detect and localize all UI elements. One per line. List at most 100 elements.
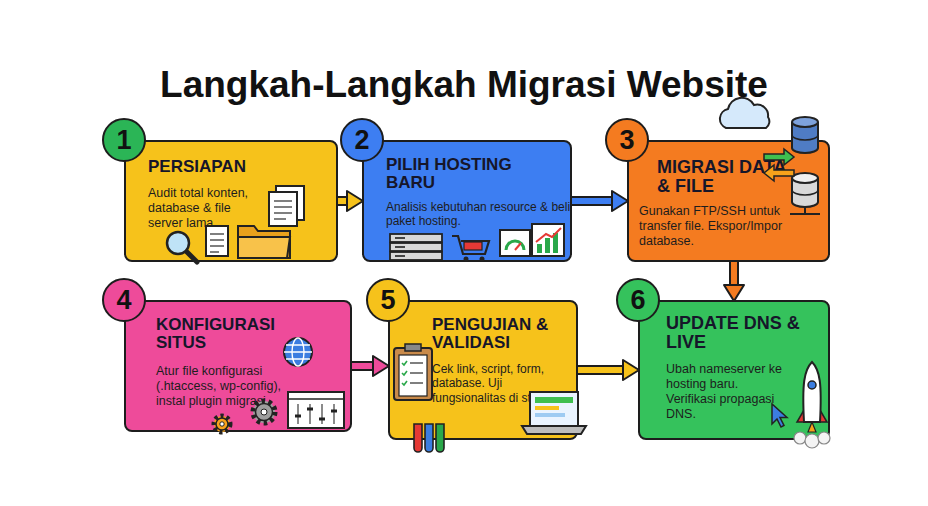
shopping-cart-icon (452, 236, 489, 262)
smoke-puff (794, 432, 806, 444)
laptop-base (522, 426, 586, 434)
arrow-shaft (731, 262, 737, 285)
step-number-circle: 3 (605, 118, 649, 162)
document-stack-icon (269, 186, 304, 226)
database-ring (792, 135, 818, 140)
document-sheet (269, 192, 297, 226)
cursor-arrow (772, 404, 787, 427)
gear-teeth (214, 416, 230, 432)
step-heading: MIGRASI DATA & FILE (657, 158, 797, 197)
arrow-shaft (578, 367, 623, 373)
step-heading: PERSIAPAN (148, 158, 318, 176)
gear-body (256, 404, 273, 421)
arrow-shaft (572, 198, 612, 204)
step-number-circle: 2 (340, 118, 384, 162)
flow-arrow (572, 201, 612, 202)
flow-arrow (734, 262, 735, 285)
step-box: PERSIAPAN Audit total konten, database & … (124, 140, 338, 262)
magnifier-icon (167, 232, 197, 262)
clipboard-board (394, 348, 432, 400)
slider-track (298, 404, 334, 424)
test-tubes-icon (414, 424, 444, 452)
arrow-outline (352, 361, 373, 371)
magnifier-handle (186, 251, 197, 262)
step-number-circle: 1 (102, 118, 146, 162)
step-heading: PENGUJIAN & VALIDASI (432, 316, 572, 353)
step-number-circle: 6 (616, 278, 660, 322)
step-description: Audit total konten, database & file serv… (148, 186, 268, 231)
chart-bar (545, 238, 550, 253)
server-slots (395, 238, 405, 256)
arrow-outline (572, 196, 612, 206)
step-number-circle: 5 (366, 278, 410, 322)
gear-hub (220, 422, 224, 426)
laptop-screen (530, 392, 578, 426)
folder-back (238, 226, 290, 258)
rocket-fins (797, 410, 827, 422)
test-tube (425, 424, 433, 452)
flow-arrow (578, 370, 623, 371)
globe-sphere (284, 338, 312, 366)
database-top (792, 173, 818, 183)
step-number: 4 (116, 287, 131, 314)
database-body (792, 178, 818, 207)
gear-body (216, 418, 228, 430)
screen-content (535, 397, 573, 403)
flow-arrow (352, 366, 373, 367)
database-icon (790, 173, 820, 214)
chart-window-icon (532, 224, 564, 256)
checkmarks (402, 361, 407, 385)
transfer-arrows-icon (764, 149, 794, 181)
database-body (792, 122, 818, 153)
transfer-arrow (764, 149, 794, 165)
rocket-body (803, 362, 820, 422)
step-description: Ubah nameserver ke hosting baru. Verifik… (666, 362, 786, 422)
server-unit (390, 243, 442, 251)
server-unit (390, 234, 442, 242)
rocket-icon (794, 362, 830, 448)
flow-arrow (338, 201, 347, 202)
step-number: 6 (630, 287, 645, 314)
settings-window-icon (288, 392, 344, 428)
step-number: 1 (116, 127, 131, 154)
clipboard-icon (394, 344, 432, 400)
rocket-window (808, 381, 816, 389)
document-sheet (206, 226, 228, 256)
cursor-icon (772, 404, 787, 427)
gauge-window-icon (500, 230, 530, 256)
clipboard-clip (405, 344, 421, 351)
step-number-circle: 4 (102, 278, 146, 322)
arrow-outline (578, 365, 623, 375)
gear-icon (214, 416, 230, 432)
smoke-puff (818, 432, 830, 444)
globe-meridian (292, 338, 304, 366)
clipboard-paper (399, 355, 427, 396)
database-top (792, 117, 818, 127)
globe-icon (284, 338, 312, 366)
test-tube (414, 424, 422, 452)
document-lines (210, 234, 224, 252)
arrow-outline (338, 196, 347, 206)
document-sheet (276, 186, 304, 220)
step-box: PENGUJIAN & VALIDASICek link, script, fo… (388, 300, 578, 440)
chart-trend (536, 228, 561, 242)
gear-teeth (253, 401, 275, 423)
laptop-icon (522, 392, 586, 434)
step-box: PILIH HOSTING BARUAnalisis kebutuhan res… (362, 140, 572, 262)
step-heading: PILIH HOSTING BARU (386, 156, 556, 193)
folder-front (238, 237, 290, 258)
gear-hub (261, 409, 267, 415)
server-unit (390, 252, 442, 260)
screen-content (535, 413, 565, 417)
network-line (790, 207, 820, 214)
checklist-lines (410, 363, 423, 383)
gauge-needle (515, 243, 521, 250)
gauge-arc (506, 241, 524, 250)
cart-wheel (464, 257, 469, 262)
cart-items (464, 242, 482, 250)
diagram-title: Langkah-Langkah Migrasi Website (0, 64, 928, 106)
database-ring (792, 190, 818, 195)
step-number: 5 (380, 287, 395, 314)
arrow-shaft (338, 198, 347, 204)
